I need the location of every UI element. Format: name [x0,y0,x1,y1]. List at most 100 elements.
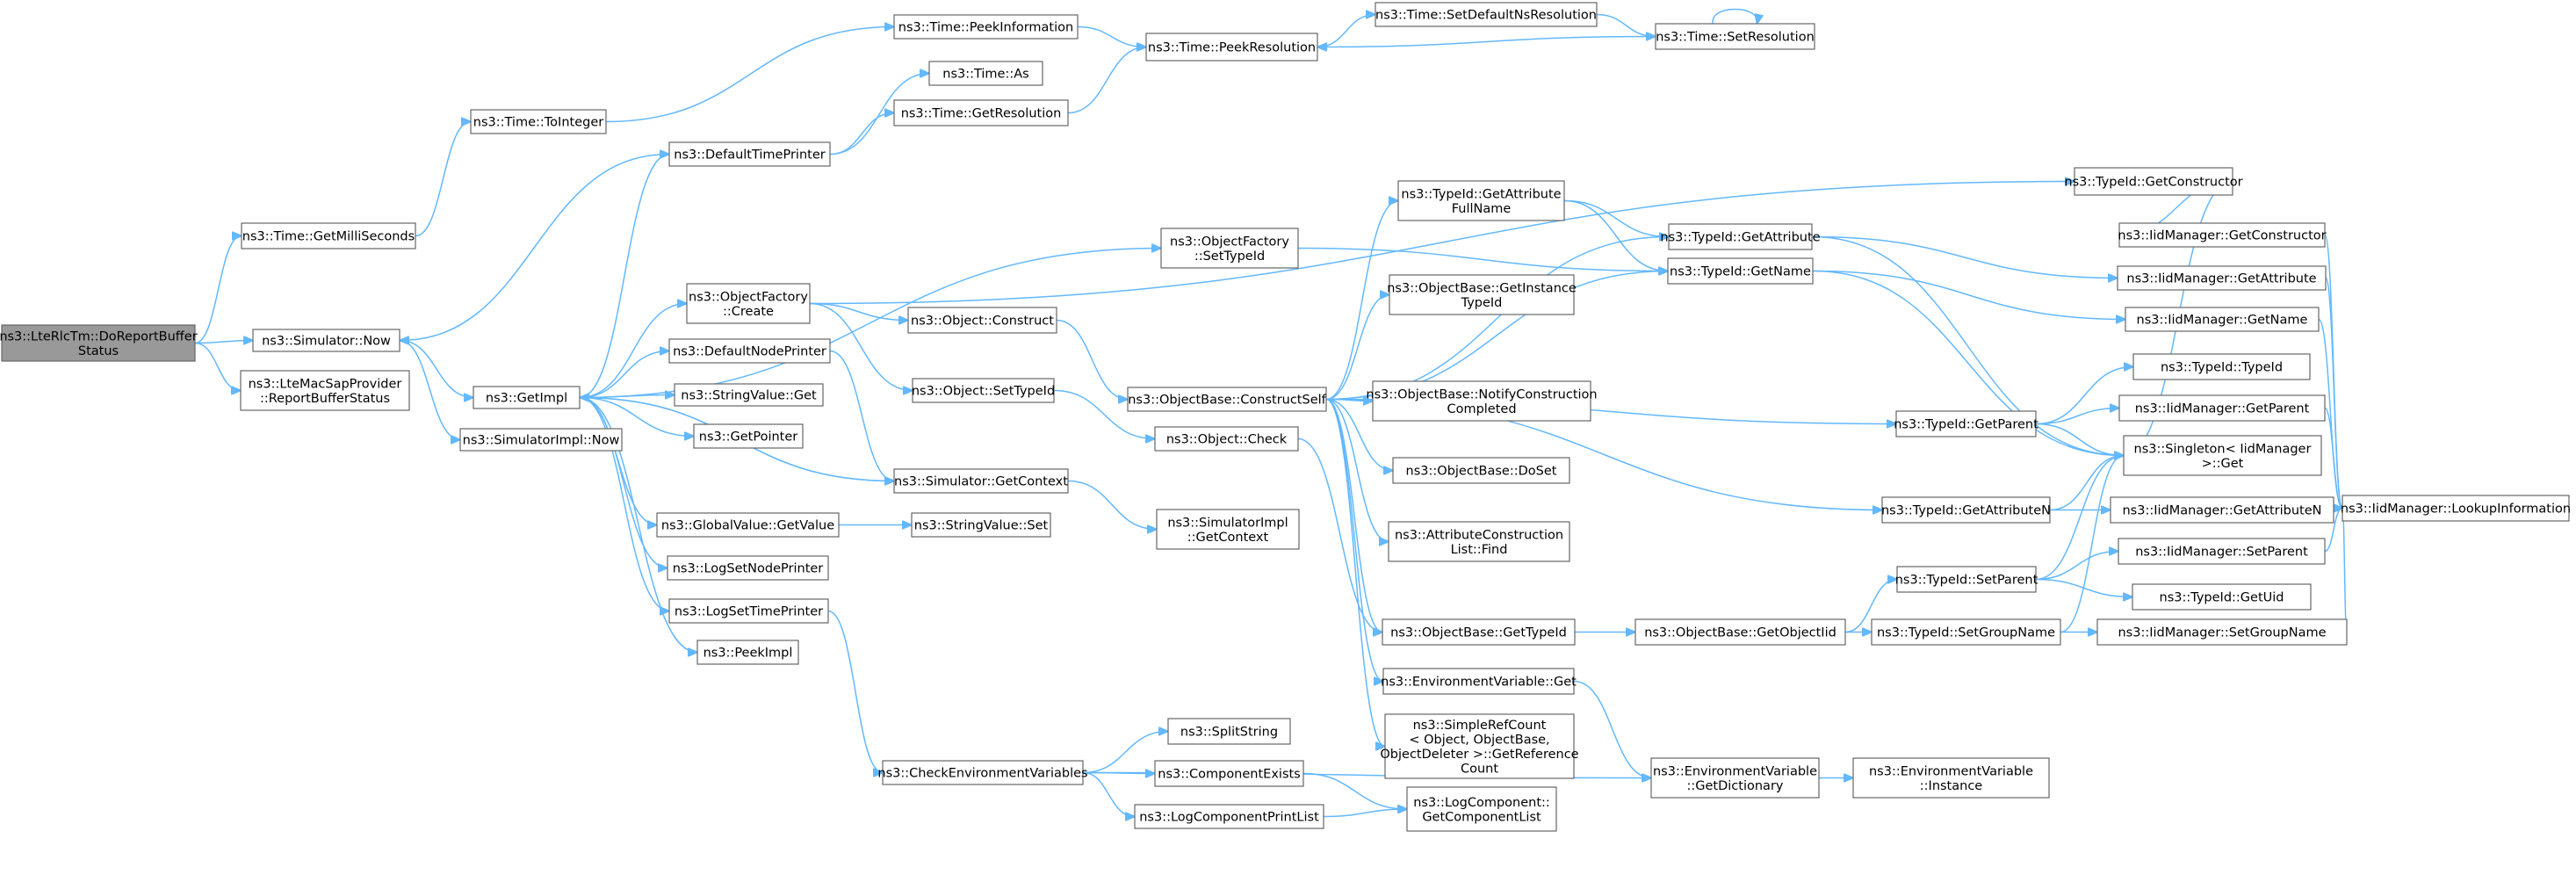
node-iid-get-attribute[interactable]: ns3::IidManager::GetAttribute [2117,265,2327,291]
node-box[interactable] [1895,410,2037,437]
node-box[interactable] [668,598,829,624]
node-box[interactable] [1167,718,1291,745]
node-box[interactable] [2118,394,2326,422]
node-log-set-time[interactable]: ns3::LogSetTimePrinter [668,598,829,624]
node-box[interactable] [696,640,799,665]
node-iid-get-constructor[interactable]: ns3::IidManager::GetConstructor [2118,222,2327,248]
node-iid-set-group-name[interactable]: ns3::IidManager::SetGroupName [2096,618,2348,646]
node-box[interactable] [2125,307,2320,332]
node-type-id-get-uid[interactable]: ns3::TypeId::GetUid [2132,583,2312,611]
node-type-id-type-id[interactable]: ns3::TypeId::TypeId [2132,353,2311,380]
node-type-id-get-parent[interactable]: ns3::TypeId::GetParent [1894,410,2038,437]
node-iid-lookup-info[interactable]: ns3::IidManager::LookupInformation [2341,495,2571,522]
node-type-id-set-group-name[interactable]: ns3::TypeId::SetGroupName [1871,618,2061,646]
node-set-def-ns[interactable]: ns3::Time::SetDefaultNsResolution [1375,2,1598,27]
node-get-pointer[interactable]: ns3::GetPointer [693,423,804,449]
node-box[interactable] [470,109,607,134]
node-box[interactable] [1154,760,1304,787]
node-box[interactable] [928,61,1043,86]
node-peek-res[interactable]: ns3::Time::PeekResolution [1145,33,1318,61]
node-obj-fact-set-type-id[interactable]: ns3::ObjectFactory::SetTypeId [1160,228,1299,269]
node-def-node-printer[interactable]: ns3::DefaultNodePrinter [668,338,831,364]
node-box[interactable] [459,428,623,452]
node-box[interactable] [2118,222,2326,248]
node-box[interactable] [1154,426,1299,452]
node-box[interactable] [1634,618,1846,646]
node-sim-impl-now[interactable]: ns3::SimulatorImpl::Now [459,428,623,452]
node-box[interactable] [2110,496,2334,524]
node-peek-info[interactable]: ns3::Time::PeekInformation [893,14,1079,40]
node-sim-now[interactable]: ns3::Simulator::Now [252,329,400,352]
node-iid-get-attribute-n[interactable]: ns3::IidManager::GetAttributeN [2110,496,2334,524]
node-env-var-get[interactable]: ns3::EnvironmentVariable::Get [1381,668,1577,695]
node-sim-impl-get-ctx[interactable]: ns3::SimulatorImpl::GetContext [1156,509,1300,550]
node-box[interactable] [1134,804,1324,829]
node-box[interactable] [1388,521,1570,562]
node-to-integer[interactable]: ns3::Time::ToInteger [470,109,607,134]
node-type-id-get-attr[interactable]: ns3::TypeId::GetAttribute [1660,223,1821,250]
node-env-var-instance[interactable]: ns3::EnvironmentVariable::Instance [1852,757,2050,799]
node-box[interactable] [1156,509,1300,550]
node-box[interactable] [1,324,196,362]
node-box[interactable] [1375,2,1598,27]
node-box[interactable] [686,283,811,324]
node-box[interactable] [1382,618,1576,646]
node-box[interactable] [2132,583,2312,611]
node-time-as[interactable]: ns3::Time::As [928,61,1043,86]
node-iid-get-name[interactable]: ns3::IidManager::GetName [2125,307,2320,332]
node-box[interactable] [1871,618,2061,646]
node-box[interactable] [893,99,1069,127]
node-box[interactable] [668,338,831,364]
node-box[interactable] [674,383,824,407]
node-lte-mac[interactable]: ns3::LteMacSapProvider::ReportBufferStat… [240,370,410,411]
node-box[interactable] [667,555,829,581]
node-box[interactable] [1384,713,1575,779]
node-box[interactable] [1392,457,1570,484]
node-check-env[interactable]: ns3::CheckEnvironmentVariables [877,760,1088,785]
node-box[interactable] [656,512,840,538]
node-log-comp-print-list[interactable]: ns3::LogComponentPrintList [1134,804,1324,829]
node-log-set-node[interactable]: ns3::LogSetNodePrinter [667,555,829,581]
node-get-impl[interactable]: ns3::GetImpl [473,386,581,409]
node-box[interactable] [1389,274,1575,315]
node-get-res[interactable]: ns3::Time::GetResolution [893,99,1069,127]
node-split-string[interactable]: ns3::SplitString [1167,718,1291,745]
node-set-res[interactable]: ns3::Time::SetResolution [1655,23,1815,50]
node-obj-base-do-set[interactable]: ns3::ObjectBase::DoSet [1392,457,1570,484]
node-box[interactable] [1382,668,1575,695]
node-type-id-get-attr-n[interactable]: ns3::TypeId::GetAttributeN [1881,496,2051,524]
node-obj-base-get-object-iid[interactable]: ns3::ObjectBase::GetObjectIid [1634,618,1846,646]
node-box[interactable] [1406,786,1557,832]
node-box[interactable] [1667,257,1814,285]
node-box[interactable] [893,468,1069,494]
node-obj-base-get-type-id[interactable]: ns3::ObjectBase::GetTypeId [1382,618,1576,646]
node-box[interactable] [241,222,416,249]
node-box[interactable] [911,512,1051,538]
node-str-val-get[interactable]: ns3::StringValue::Get [674,383,824,407]
node-obj-fact-create[interactable]: ns3::ObjectFactory::Create [686,283,811,324]
node-box[interactable] [2117,265,2327,291]
node-str-val-set[interactable]: ns3::StringValue::Set [911,512,1051,538]
node-def-time-printer[interactable]: ns3::DefaultTimePrinter [668,141,831,167]
node-box[interactable] [252,329,400,352]
node-box[interactable] [1668,223,1813,250]
node-box[interactable] [893,14,1079,40]
node-peek-impl[interactable]: ns3::PeekImpl [696,640,799,665]
node-box[interactable] [668,141,831,167]
node-box[interactable] [2074,167,2233,196]
node-box[interactable] [2341,495,2570,522]
node-env-var-get-dict[interactable]: ns3::EnvironmentVariable::GetDictionary [1650,757,1820,799]
node-type-id-set-parent[interactable]: ns3::TypeId::SetParent [1895,566,2038,593]
node-box[interactable] [1896,566,2037,593]
node-type-id-get-name[interactable]: ns3::TypeId::GetName [1667,257,1814,285]
node-box[interactable] [473,386,581,409]
node-obj-construct[interactable]: ns3::Object::Construct [907,307,1057,334]
node-box[interactable] [1650,757,1820,799]
node-box[interactable] [1397,180,1565,221]
node-get-milli[interactable]: ns3::Time::GetMilliSeconds [241,222,416,249]
node-sim-get-context[interactable]: ns3::Simulator::GetContext [893,468,1069,494]
